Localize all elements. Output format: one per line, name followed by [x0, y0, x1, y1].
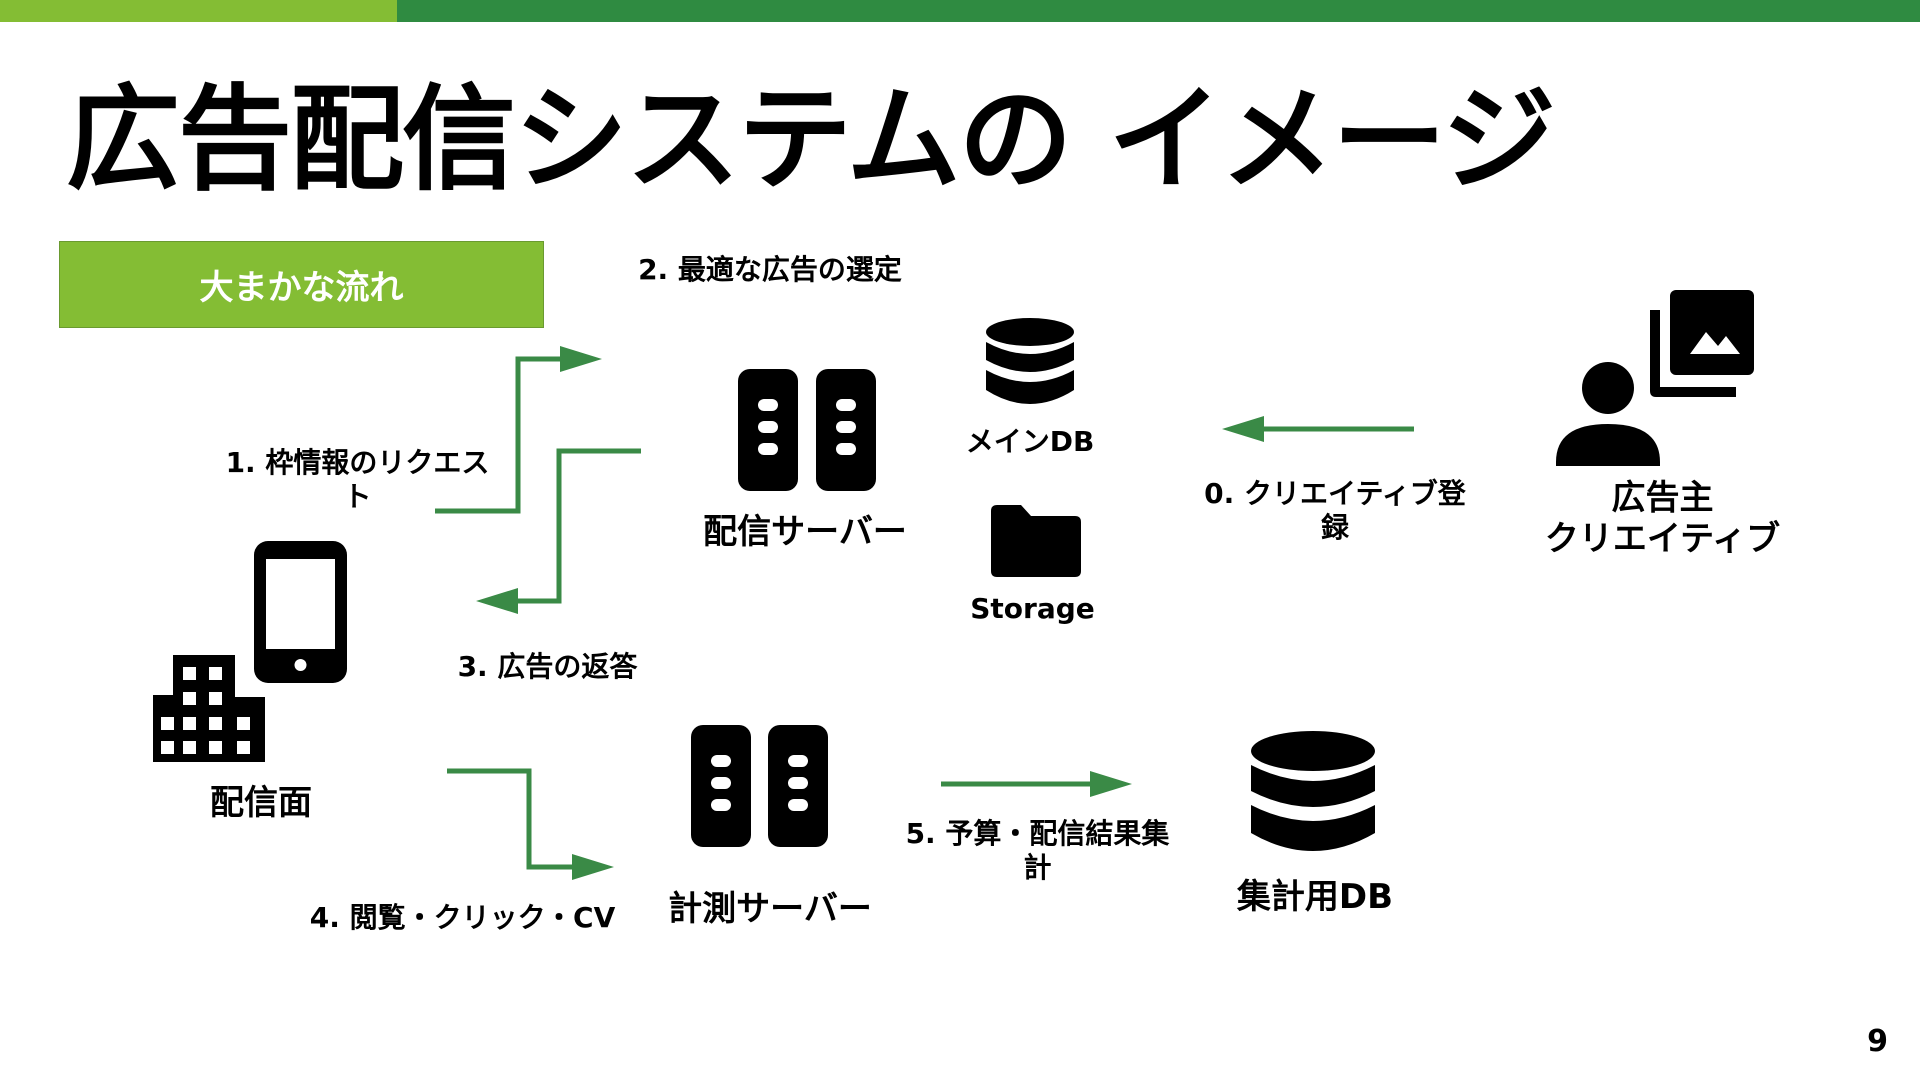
advertiser-label: 広告主 クリエイティブ	[1520, 478, 1805, 560]
step3-label: 3. 広告の返答	[457, 650, 638, 683]
delivery-server-label: 配信サーバー	[703, 512, 907, 552]
arrowhead-step1	[560, 346, 602, 372]
arrow-step3-response	[500, 448, 641, 604]
page-title: 広告配信システムの イメージ	[66, 73, 1556, 206]
step1-label: 1. 枠情報のリクエス ト	[225, 446, 490, 513]
step2-label: 2. 最適な広告の選定	[638, 253, 902, 286]
main-db-label: メインDB	[965, 425, 1095, 458]
step4-label: 4. 閲覧・クリック・CV	[309, 901, 616, 934]
delivery-surface-label: 配信面	[210, 783, 312, 823]
arrow-step1-request	[435, 356, 578, 514]
image-icon	[1650, 290, 1754, 397]
database-icon	[986, 318, 1074, 404]
aggregate-db-label: 集計用DB	[1236, 877, 1394, 917]
page-number: 9	[1867, 1024, 1888, 1059]
server-icon	[738, 369, 876, 491]
person-icon	[1556, 362, 1660, 466]
database-icon	[1251, 731, 1375, 851]
arrowhead-step3	[476, 588, 518, 614]
arrowhead-step5	[1090, 771, 1132, 797]
section-label-box: 大まかな流れ	[59, 241, 544, 328]
section-label: 大まかな流れ	[199, 268, 404, 308]
arrow-step4-events	[447, 768, 590, 870]
phone-icon	[254, 541, 347, 683]
server-icon	[691, 725, 828, 847]
top-accent-bar-dark	[397, 0, 1920, 22]
building-icon	[153, 655, 265, 762]
step0-label: 0. クリエイティブ登 録	[1204, 477, 1466, 544]
arrowhead-step0	[1222, 416, 1264, 442]
folder-icon	[991, 505, 1081, 577]
storage-label: Storage	[970, 592, 1095, 625]
step5-label: 5. 予算・配信結果集 計	[905, 817, 1170, 884]
arrowhead-step4	[572, 854, 614, 880]
advertiser-label-text: 広告主 クリエイティブ	[1544, 478, 1781, 559]
measurement-server-label: 計測サーバー	[668, 889, 872, 929]
top-accent-bar-light	[0, 0, 397, 22]
